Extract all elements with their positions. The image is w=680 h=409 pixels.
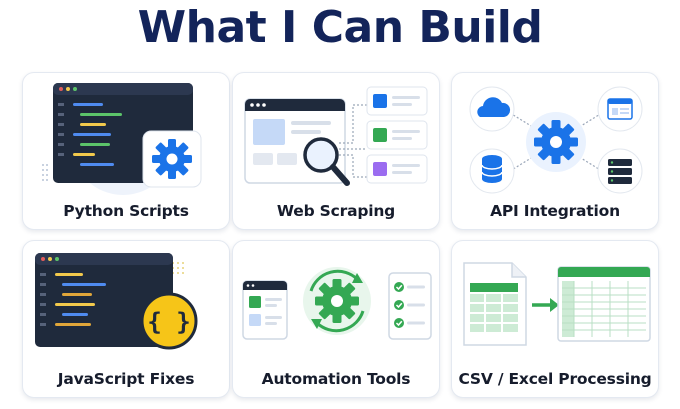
checklist-icon <box>394 282 425 328</box>
browser-window-icon <box>607 98 633 120</box>
card-csv-excel-processing: CSV / Excel Processing <box>451 240 659 398</box>
gear-icon <box>152 139 192 179</box>
csv-file-icon <box>463 262 527 346</box>
card-label-web-scraping: Web Scraping <box>276 202 396 220</box>
web-scraping-illustration <box>244 86 428 186</box>
card-label-automation-tools: Automation Tools <box>261 370 411 388</box>
code-editor-illustration <box>42 83 202 195</box>
card-web-scraping: Web Scraping <box>232 72 440 230</box>
card-label-api-integration: API Integration <box>490 202 620 220</box>
card-automation-tools: Automation Tools <box>232 240 440 398</box>
card-api-integration: API Integration <box>451 72 659 230</box>
server-icon <box>608 159 632 184</box>
arrow-right-icon <box>532 298 559 312</box>
card-label-csv-excel-processing: CSV / Excel Processing <box>458 370 652 388</box>
page-title: What I Can Build <box>137 2 543 53</box>
database-icon <box>481 155 503 183</box>
braces-icon: { } <box>147 308 190 336</box>
card-label-python-scripts: Python Scripts <box>63 202 189 220</box>
gear-icon <box>534 120 578 164</box>
javascript-editor-illustration: { } <box>35 253 198 350</box>
magnifier-icon <box>303 137 350 186</box>
automation-illustration <box>242 267 432 340</box>
card-javascript-fixes: { } JavaScript Fixes <box>22 240 230 398</box>
gear-icon <box>315 279 359 323</box>
card-label-javascript-fixes: JavaScript Fixes <box>57 370 195 388</box>
cloud-icon <box>477 97 511 117</box>
spreadsheet-icon <box>557 266 651 342</box>
spreadsheet-illustration <box>463 262 651 346</box>
card-python-scripts: Python Scripts <box>22 72 230 230</box>
api-integration-illustration <box>469 86 643 194</box>
